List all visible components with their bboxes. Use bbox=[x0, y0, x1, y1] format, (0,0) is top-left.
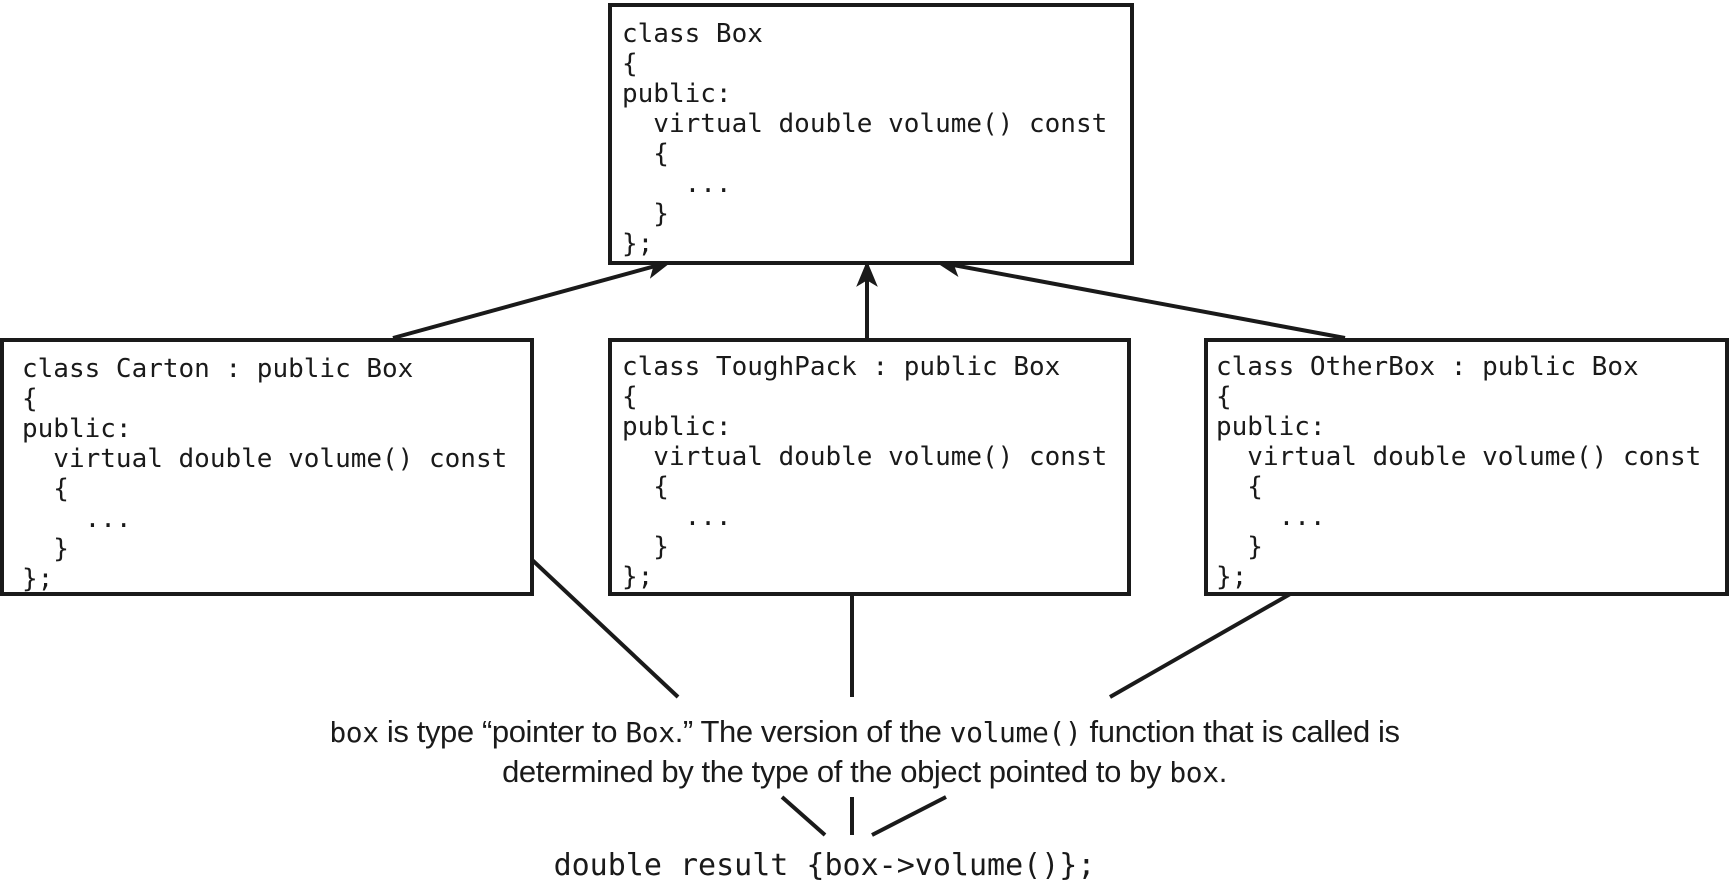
toughpack-class-code: class ToughPack : public Box { public: v… bbox=[622, 352, 1108, 592]
call-connector-left bbox=[780, 795, 827, 837]
caption-text: determined by the type of the object poi… bbox=[502, 754, 1170, 789]
otherbox-class-code: class OtherBox : public Box { public: vi… bbox=[1216, 352, 1702, 592]
caption-text: is type “pointer to bbox=[378, 714, 626, 749]
base-class-box: class Box { public: virtual double volum… bbox=[608, 3, 1134, 265]
toughpack-class-box: class ToughPack : public Box { public: v… bbox=[608, 338, 1131, 596]
caption-text: function that is called is bbox=[1081, 714, 1401, 749]
call-statement: double result {box->volume()}; bbox=[553, 848, 1096, 883]
caption-box-type-token: Box bbox=[625, 716, 675, 749]
base-class-code: class Box { public: virtual double volum… bbox=[622, 19, 1108, 259]
inheritance-arrow-otherbox bbox=[934, 255, 1346, 340]
caption-line-1: box is type “pointer to Box.” The versio… bbox=[0, 714, 1729, 750]
inheritance-arrow-carton bbox=[392, 257, 673, 340]
caption-text: .” The version of the bbox=[674, 714, 950, 749]
carton-class-box: class Carton : public Box { public: virt… bbox=[0, 338, 534, 596]
call-connector-right bbox=[871, 795, 947, 837]
caption-line-2: determined by the type of the object poi… bbox=[0, 754, 1729, 790]
caption-volume-token: volume() bbox=[949, 716, 1082, 749]
otherbox-class-box: class OtherBox : public Box { public: vi… bbox=[1204, 338, 1729, 596]
caption-box-token: box bbox=[1169, 756, 1219, 789]
caption-box-token: box bbox=[329, 716, 379, 749]
carton-class-code: class Carton : public Box { public: virt… bbox=[22, 354, 508, 594]
caption-text: . bbox=[1218, 754, 1228, 789]
